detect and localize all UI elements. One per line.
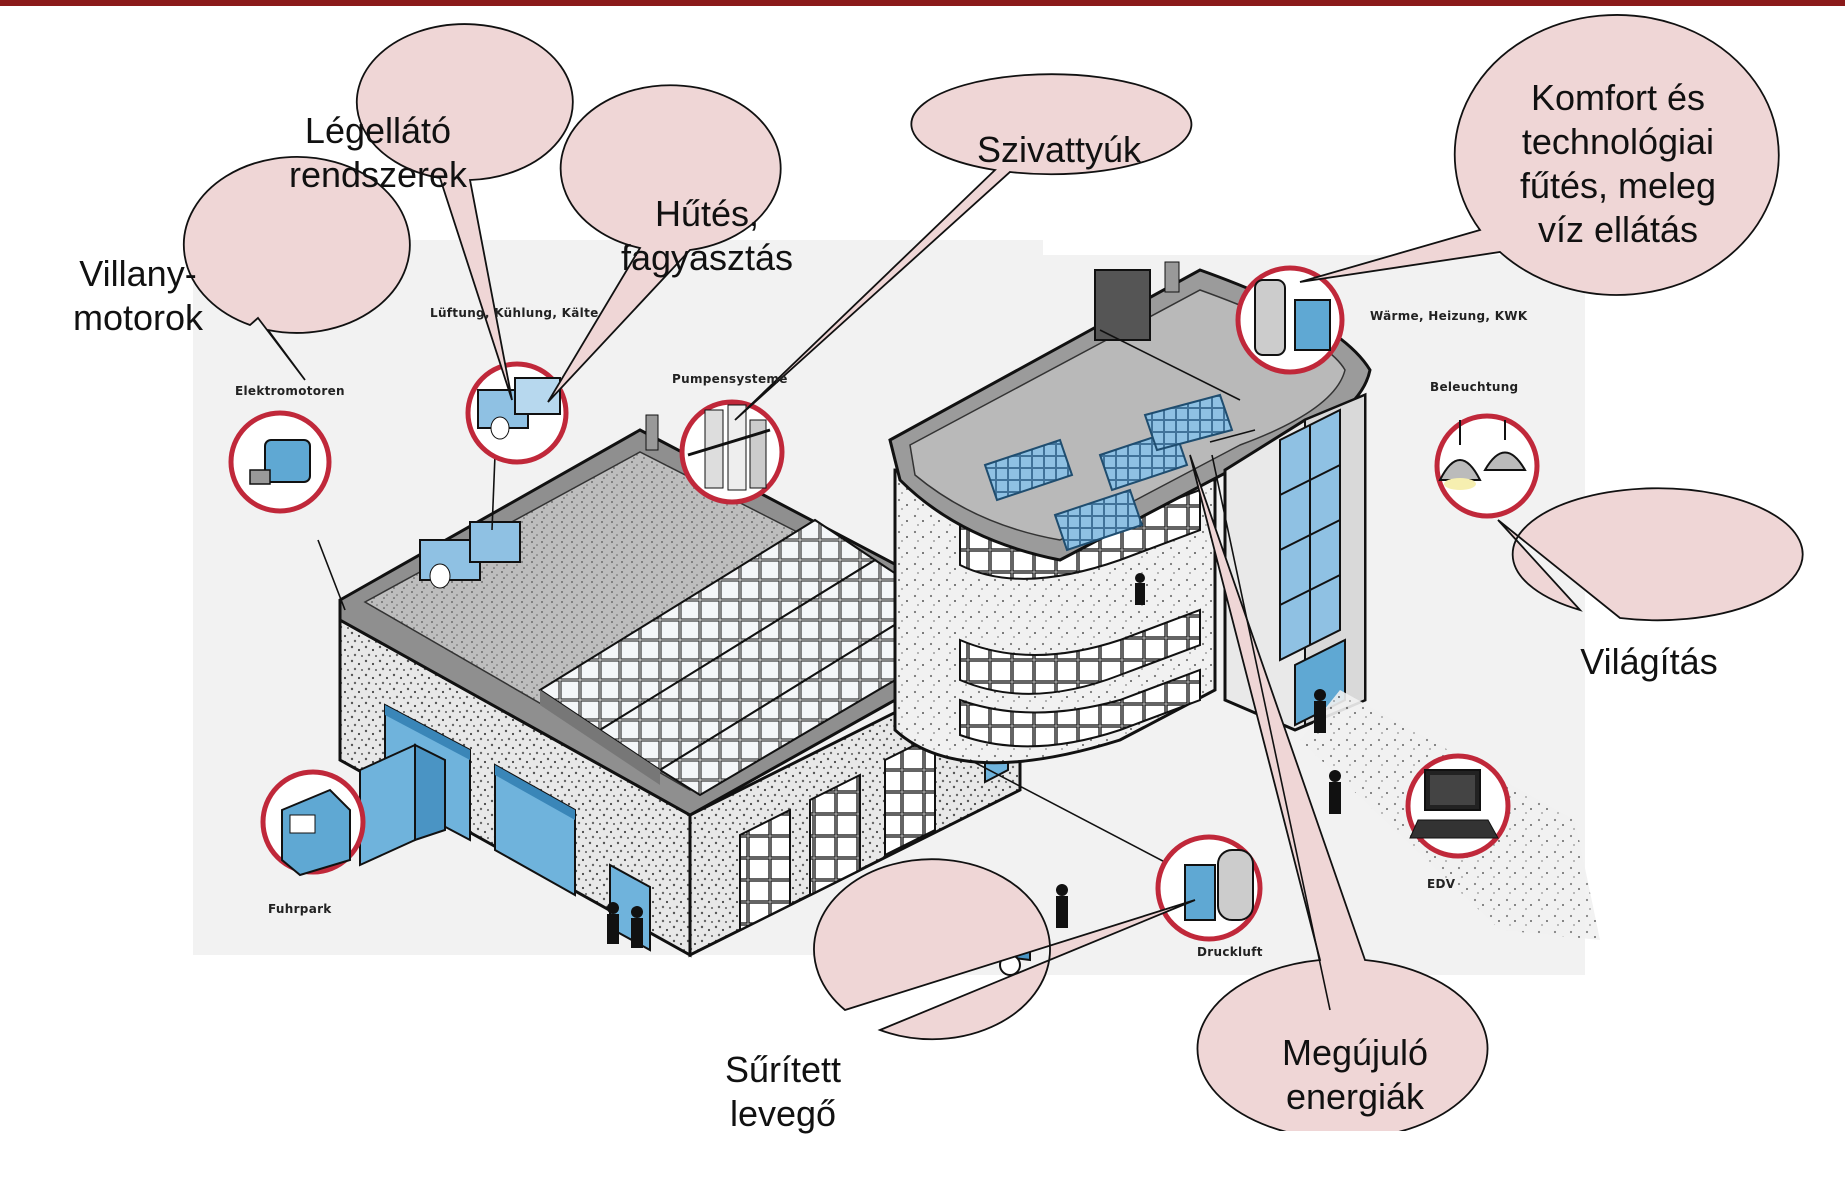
detail-ring-druckluft <box>1155 834 1263 942</box>
detail-ring-elektromotoren <box>228 410 332 514</box>
callout-suritett-shape <box>813 858 1196 1041</box>
callout-hutes-shape <box>547 84 782 403</box>
callout-komfort-shape <box>1299 14 1780 296</box>
label-lueftung: Lüftung, Kühlung, Kälte <box>430 306 599 320</box>
label-beleuchtung: Beleuchtung <box>1430 380 1519 394</box>
detail-ring-waerme <box>1235 265 1345 375</box>
leader-lines-callouts <box>1211 454 1331 1011</box>
label-fuhrpark: Fuhrpark <box>268 902 332 916</box>
detail-ring-fuhrpark <box>260 769 366 877</box>
delivery-truck-left <box>359 743 446 867</box>
callout-villany-shape <box>182 156 411 381</box>
leader-lines <box>317 329 1256 871</box>
label-edv: EDV <box>1427 877 1456 891</box>
detail-ring-edv <box>1405 753 1511 859</box>
detail-ring-lueftung <box>465 361 569 465</box>
label-pumpensysteme: Pumpensysteme <box>672 372 788 386</box>
detail-ring-beleuchtung <box>1434 413 1540 519</box>
callout-bubbles <box>182 14 1804 1131</box>
top-border-bar <box>0 0 1845 6</box>
factory-illustration <box>182 14 1804 1131</box>
callout-legellato-shape <box>355 23 574 401</box>
callout-megujulo-shape <box>1189 454 1489 1131</box>
callout-vilagitas-shape <box>1497 487 1804 622</box>
roof-ventilation-unit <box>419 521 521 589</box>
people-figures <box>607 573 1341 948</box>
detail-ring-pumpen <box>679 399 785 505</box>
label-elektromotoren: Elektromotoren <box>235 384 345 398</box>
callout-szivattyuk-shape <box>734 73 1193 421</box>
label-druckluft: Druckluft <box>1197 945 1263 959</box>
label-waerme: Wärme, Heizung, KWK <box>1370 309 1528 323</box>
factory-building <box>338 414 1024 958</box>
